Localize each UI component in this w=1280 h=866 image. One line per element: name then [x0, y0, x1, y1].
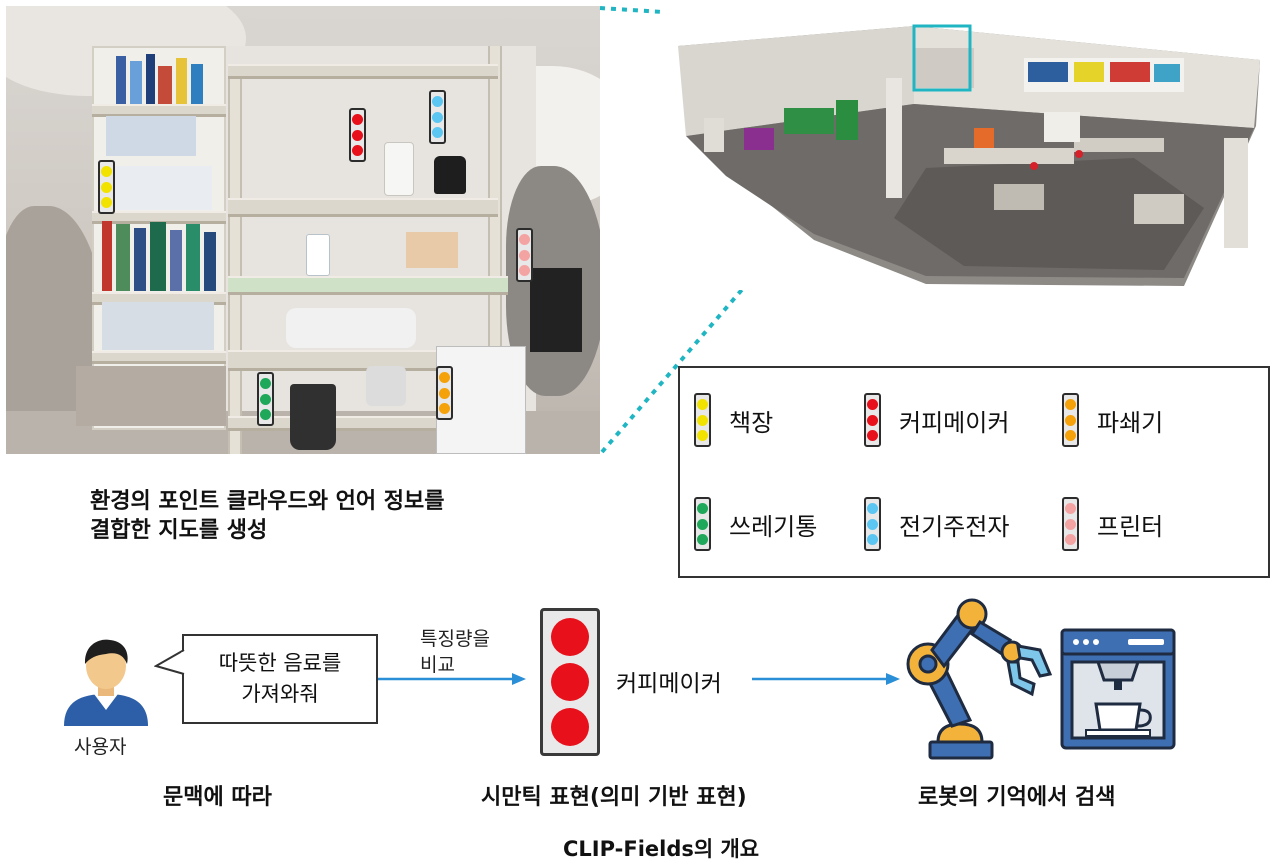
marker-dot	[101, 181, 112, 193]
user-icon	[64, 639, 148, 726]
marker-dot	[439, 372, 450, 384]
shredder-marker	[1062, 393, 1079, 447]
kettle-marker	[864, 497, 881, 551]
map-caption-line1: 환경의 포인트 클라우드와 언어 정보를	[90, 489, 445, 514]
marker-dot	[519, 264, 530, 276]
marker-dot	[1065, 503, 1076, 515]
semantic-marker	[540, 608, 600, 756]
marker-dot	[260, 378, 271, 390]
speech-bubble-tail	[154, 649, 185, 675]
marker-dot	[1065, 518, 1076, 530]
marker-dot	[519, 234, 530, 246]
legend-label: 책장	[729, 408, 774, 437]
legend-item-kettle: 전기주전자	[864, 494, 1009, 554]
caption-search: 로봇의 기억에서 검색	[918, 785, 1116, 810]
coffee-maker-marker	[349, 108, 366, 162]
legend-label: 전기주전자	[899, 512, 1010, 541]
marker-dot	[101, 166, 112, 178]
marker-dot	[697, 399, 708, 411]
shelf-point-cloud-photo	[6, 6, 600, 454]
marker-dot	[867, 518, 878, 530]
marker-dot	[867, 429, 878, 441]
kettle-marker	[429, 90, 446, 144]
legend-box: 책장 커피메이커 파쇄기 쓰레기통 전기주전자	[678, 366, 1270, 578]
marker-dot	[1065, 414, 1076, 426]
user-label: 사용자	[74, 736, 127, 758]
printer-marker	[1062, 497, 1079, 551]
marker-dot	[867, 414, 878, 426]
legend-label: 파쇄기	[1097, 408, 1164, 437]
marker-dot	[697, 503, 708, 515]
trash-can-marker	[694, 497, 711, 551]
bookshelf-marker	[694, 393, 711, 447]
coffee-machine-icon	[1060, 628, 1176, 750]
marker-dot	[432, 96, 443, 108]
speech-line1: 따뜻한 음료를	[218, 651, 342, 675]
office-point-cloud-map	[664, 8, 1274, 290]
marker-dot	[519, 249, 530, 261]
marker-dot	[551, 663, 589, 701]
legend-label: 쓰레기통	[729, 512, 818, 541]
marker-dot	[439, 387, 450, 399]
marker-dot	[432, 126, 443, 138]
legend-item-shredder: 파쇄기	[1062, 390, 1163, 450]
marker-dot	[1065, 429, 1076, 441]
bookshelf-marker	[98, 160, 115, 214]
speech-line2: 가져와줘	[241, 682, 319, 706]
printer-marker	[516, 228, 533, 282]
legend-item-printer: 프린터	[1062, 494, 1163, 554]
marker-dot	[697, 429, 708, 441]
marker-dot	[432, 111, 443, 123]
coffee-maker-marker	[864, 393, 881, 447]
compare-line2: 비교	[420, 654, 455, 676]
shredder-marker	[436, 366, 453, 420]
trash-can-marker	[257, 372, 274, 426]
figure-title: CLIP-Fields의 개요	[563, 837, 760, 861]
marker-dot	[867, 399, 878, 411]
legend-label: 커피메이커	[899, 408, 1010, 437]
legend-label: 프린터	[1097, 512, 1164, 541]
marker-dot	[1065, 533, 1076, 545]
caption-context: 문맥에 따라	[163, 785, 272, 810]
map-caption-line2: 결합한 지도를 생성	[90, 518, 268, 543]
legend-item-bookshelf: 책장	[694, 390, 773, 450]
marker-dot	[352, 129, 363, 141]
marker-dot	[551, 708, 589, 746]
marker-dot	[1065, 399, 1076, 411]
marker-dot	[101, 196, 112, 208]
result-label: 커피메이커	[616, 671, 722, 697]
marker-dot	[352, 144, 363, 156]
marker-dot	[867, 533, 878, 545]
marker-dot	[867, 503, 878, 515]
legend-item-trash-can: 쓰레기통	[694, 494, 817, 554]
marker-dot	[260, 393, 271, 405]
marker-dot	[697, 414, 708, 426]
caption-semantic: 시만틱 표현(의미 기반 표현)	[481, 785, 747, 810]
legend-item-coffee-maker: 커피메이커	[864, 390, 1009, 450]
compare-line1: 특징량을	[420, 628, 490, 650]
marker-dot	[551, 618, 589, 656]
marker-dot	[439, 402, 450, 414]
marker-dot	[697, 518, 708, 530]
marker-dot	[352, 114, 363, 126]
speech-bubble: 따뜻한 음료를 가져와줘	[182, 634, 378, 724]
marker-dot	[260, 408, 271, 420]
robot-arm-icon	[906, 598, 1053, 760]
marker-dot	[697, 533, 708, 545]
